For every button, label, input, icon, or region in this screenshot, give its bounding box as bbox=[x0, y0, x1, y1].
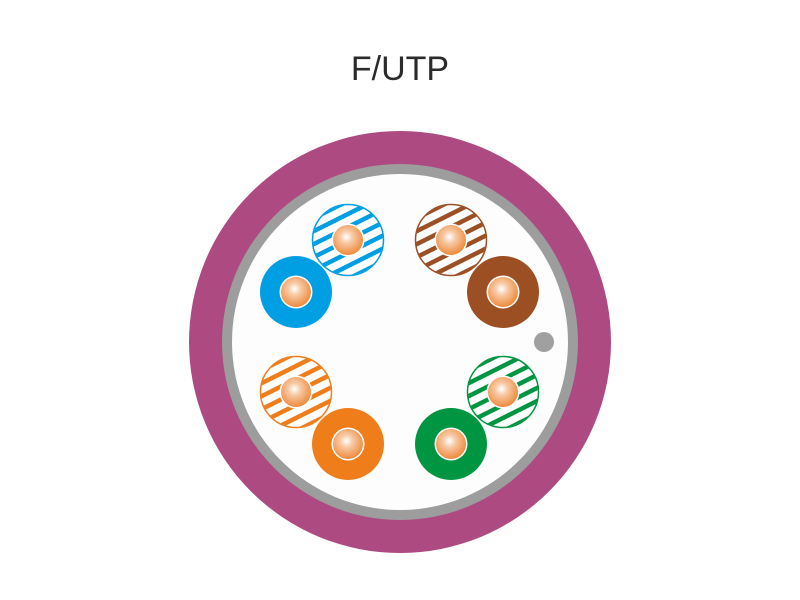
diagram-title: F/UTP bbox=[350, 50, 450, 88]
wire-brown-white-striped bbox=[414, 203, 488, 277]
wire-green-white-striped bbox=[466, 355, 540, 429]
wire-blue-white-striped bbox=[311, 203, 385, 277]
conductor bbox=[281, 277, 311, 307]
conductor bbox=[333, 225, 363, 255]
wire-green-solid bbox=[415, 408, 487, 480]
conductor bbox=[488, 377, 518, 407]
wire-blue-solid bbox=[260, 256, 332, 328]
wire-orange-solid bbox=[312, 408, 384, 480]
conductor bbox=[436, 225, 466, 255]
conductor bbox=[281, 377, 311, 407]
wire-orange-white-striped bbox=[259, 355, 333, 429]
drain-wire bbox=[534, 332, 554, 352]
wire-brown-solid bbox=[467, 256, 539, 328]
conductor bbox=[488, 277, 518, 307]
conductor bbox=[333, 429, 363, 459]
conductor bbox=[436, 429, 466, 459]
cable-core bbox=[232, 174, 568, 510]
